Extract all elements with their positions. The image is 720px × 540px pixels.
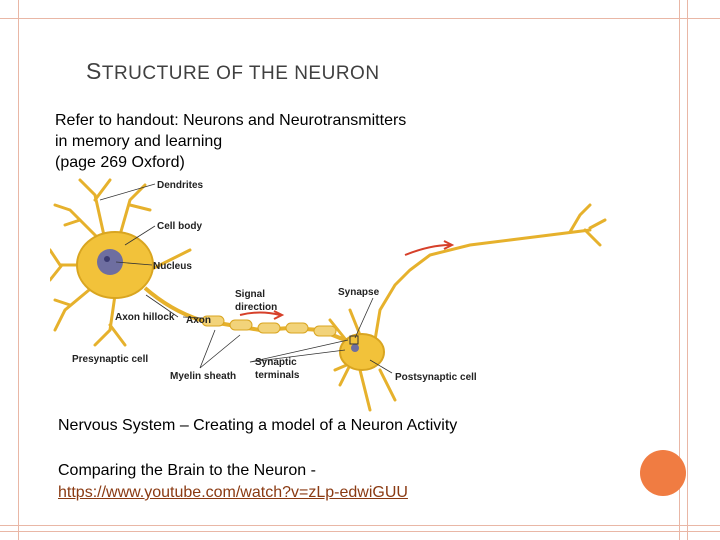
label-terminals: terminals: [255, 370, 300, 381]
video-link[interactable]: https://www.youtube.com/watch?v=zLp-edwi…: [58, 484, 408, 501]
label-postsynaptic-cell: Postsynaptic cell: [395, 372, 477, 383]
postsynaptic-cell-body: [339, 333, 385, 371]
label-nucleus: Nucleus: [153, 261, 192, 272]
activity-text: Nervous System – Creating a model of a N…: [58, 417, 458, 434]
handout-line: (page 269 Oxford): [55, 154, 185, 171]
label-synaptic: Synaptic: [255, 357, 297, 368]
label-cell-body: Cell body: [157, 221, 202, 232]
label-synapse: Synapse: [338, 287, 380, 298]
postsynaptic-neuron: [328, 203, 607, 412]
leader-lines: [99, 183, 393, 374]
handout-line: Refer to handout: Neurons and Neurotrans…: [55, 112, 407, 129]
label-dendrites: Dendrites: [157, 180, 204, 191]
myelin-segments: [201, 315, 337, 337]
label-direction: direction: [235, 302, 277, 313]
presynaptic-neuron: [50, 178, 192, 347]
handout-reference: Refer to handout: Neurons and Neurotrans…: [55, 110, 406, 173]
compare-section: Comparing the Brain to the Neuron - http…: [58, 460, 408, 504]
slide-frame-line: [0, 531, 720, 532]
label-axon: Axon: [186, 315, 211, 326]
slide-frame-horizontal: [0, 18, 720, 526]
slide-frame-line: [687, 0, 688, 540]
slide-title: STRUCTURE OF THE NEURON: [86, 58, 380, 84]
label-axon-hillock: Axon hillock: [115, 312, 175, 323]
signal-arrows: [239, 240, 455, 320]
accent-circle: [640, 450, 686, 496]
neuron-diagram: Dendrites Cell body Nucleus Signal direc…: [50, 178, 607, 412]
label-presynaptic-cell: Presynaptic cell: [72, 354, 148, 365]
presynaptic-nucleus: [97, 249, 123, 275]
compare-label: Comparing the Brain to the Neuron -: [58, 462, 316, 479]
slide-frame-vertical: [18, 0, 680, 540]
label-myelin-sheath: Myelin sheath: [170, 371, 236, 382]
label-signal: Signal: [235, 289, 265, 300]
handout-line: in memory and learning: [55, 133, 223, 150]
